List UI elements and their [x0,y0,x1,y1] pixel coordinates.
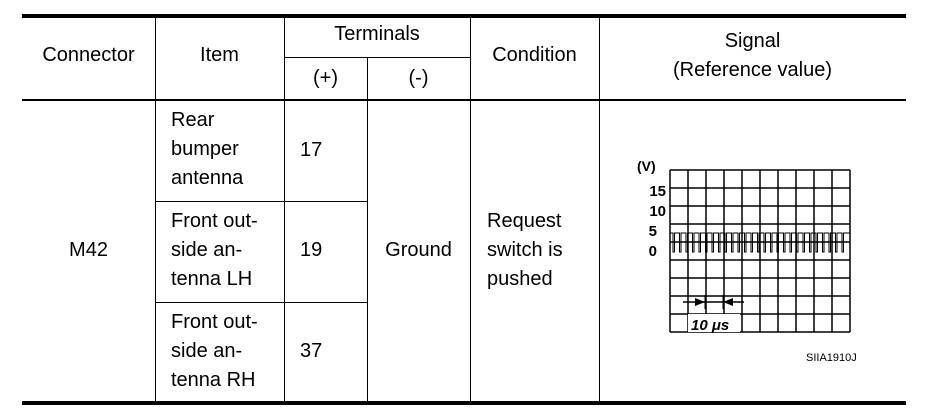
header-terminal-plus: (+) [313,67,338,89]
y-label-10: 10 [649,203,666,220]
time-span-marker [683,295,744,309]
condition-value: Request switch is pushed [487,210,563,290]
header-terminal-minus: (-) [408,67,429,89]
header-connector: Connector [42,44,135,66]
y-label-5: 5 [649,223,657,240]
header-item: Item [200,44,239,66]
row-divider-1 [155,201,367,202]
terminal-37: 37 [300,340,323,362]
time-span-label: 10 μs [691,317,729,334]
y-label-0: 0 [649,243,657,260]
item-rear-bumper-antenna: Rear bumper antenna [171,109,244,189]
terminal-17: 17 [300,139,323,161]
header-condition: Condition [492,44,577,66]
terminals-divider [284,57,470,58]
figure-code: SIIA1910J [806,352,857,364]
item-front-outside-antenna-rh: Front out- side an- tenna RH [171,311,258,391]
col-line-2 [284,16,285,404]
y-label-15: 15 [649,183,666,200]
col-line-1 [155,16,156,404]
header-terminals: Terminals [334,23,420,45]
ground-value: Ground [385,239,452,261]
col-line-3 [367,57,368,404]
connector-value: M42 [69,239,108,261]
unit-label: (V) [637,158,656,174]
table-top-rule [22,14,906,18]
signal-waveform-graph: (V) 15 10 5 0 10 μs SIIA1910J [637,158,857,364]
col-line-5 [599,16,600,404]
row-divider-2 [155,302,367,303]
header-bottom-rule [22,99,906,101]
terminal-19: 19 [300,239,323,261]
table-bottom-rule [22,401,906,405]
item-front-outside-antenna-lh: Front out- side an- tenna LH [171,210,258,290]
pulse-waveform [670,232,850,253]
col-line-4 [470,16,471,404]
header-signal: Signal (Reference value) [673,30,832,81]
